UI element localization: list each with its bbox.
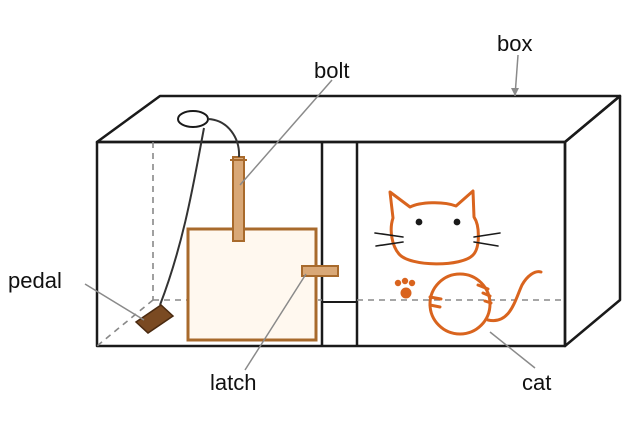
pedal-leader [84, 283, 145, 321]
box-right-face [563, 94, 622, 348]
hidden-edges [96, 142, 565, 347]
bolt [232, 156, 245, 242]
leader-lines [84, 54, 536, 371]
label-box: box [497, 31, 532, 56]
string-to-bolt [207, 118, 241, 158]
pulley [177, 110, 209, 128]
cat-leader [489, 331, 536, 369]
bolt-leader [239, 79, 333, 186]
label-cat: cat [522, 370, 551, 395]
cat-head [388, 189, 480, 266]
cat-body [428, 272, 492, 336]
cat-face [374, 218, 501, 247]
box [95, 94, 622, 348]
latch [301, 265, 339, 277]
label-pedal: pedal [8, 268, 62, 293]
pedal [134, 304, 175, 334]
latch-leader [244, 273, 307, 371]
cat-paw [400, 287, 412, 299]
cat-tail [486, 270, 543, 323]
label-latch: latch [210, 370, 256, 395]
cat [388, 189, 543, 336]
door [186, 227, 318, 342]
string-to-pedal [159, 127, 205, 306]
box-top-face [95, 94, 622, 144]
label-bolt: bolt [314, 58, 349, 83]
